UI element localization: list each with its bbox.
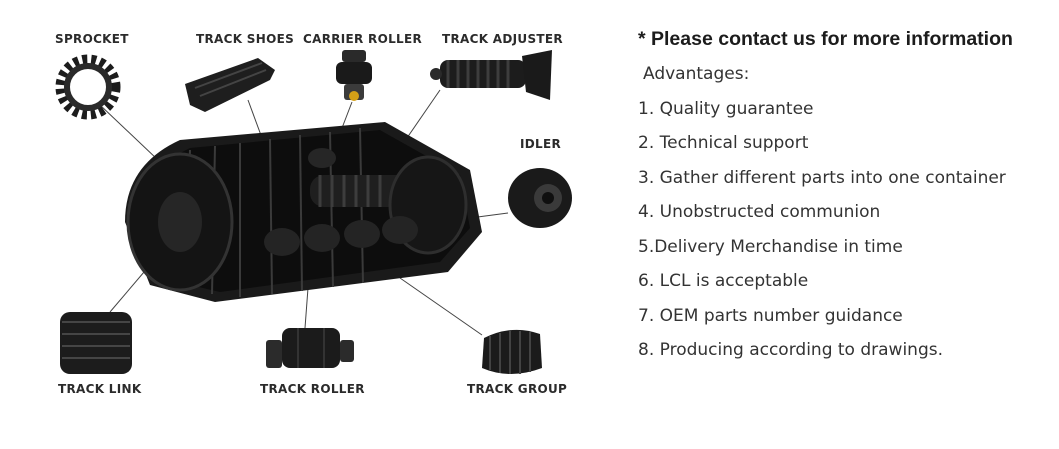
advantage-item: 4. Unobstructed communion: [638, 202, 881, 222]
track-shoes-part: [185, 58, 275, 112]
track-roller-label: TRACK ROLLER: [260, 382, 365, 396]
advantage-item: 2. Technical support: [638, 133, 809, 153]
sprocket-label: SPROCKET: [55, 32, 129, 46]
sprocket-part: [55, 54, 121, 120]
advantage-item: 5.Delivery Merchandise in time: [638, 236, 903, 257]
idler-part: [508, 168, 572, 228]
advantages-heading: Advantages:: [643, 64, 750, 84]
advantage-item: 8. Producing according to drawings.: [638, 340, 944, 360]
idler-label: IDLER: [520, 137, 562, 151]
advantage-item: 1. Quality guarantee: [638, 98, 814, 119]
undercarriage-assembly: [125, 122, 482, 302]
track-group-label: TRACK GROUP: [467, 382, 568, 396]
carrier-roller-label: CARRIER ROLLER: [303, 32, 423, 46]
info-panel: * Please contact us for more information…: [638, 24, 1053, 368]
track-adjuster-part: [430, 50, 552, 100]
contact-notice: * Please contact us for more information: [638, 28, 1013, 50]
track-group-part: [482, 329, 542, 374]
undercarriage-illustration: [55, 50, 572, 374]
advantage-item: 3. Gather different parts into one conta…: [638, 167, 1006, 188]
advantages-list: 1. Quality guarantee 2. Technical suppor…: [638, 92, 1053, 368]
advantage-item: 7. OEM parts number guidance: [638, 305, 903, 326]
track-shoes-label: TRACK SHOES: [196, 32, 295, 46]
track-adjuster-label: TRACK ADJUSTER: [442, 32, 563, 46]
undercarriage-parts-diagram: SPROCKET TRACK SHOES CARRIER ROLLER TRAC…: [55, 32, 572, 396]
track-roller-part: [266, 328, 354, 368]
carrier-roller-part: [336, 50, 372, 101]
track-link-part: [60, 312, 132, 374]
advantage-item: 6. LCL is acceptable: [638, 271, 809, 291]
track-link-label: TRACK LINK: [58, 382, 142, 396]
